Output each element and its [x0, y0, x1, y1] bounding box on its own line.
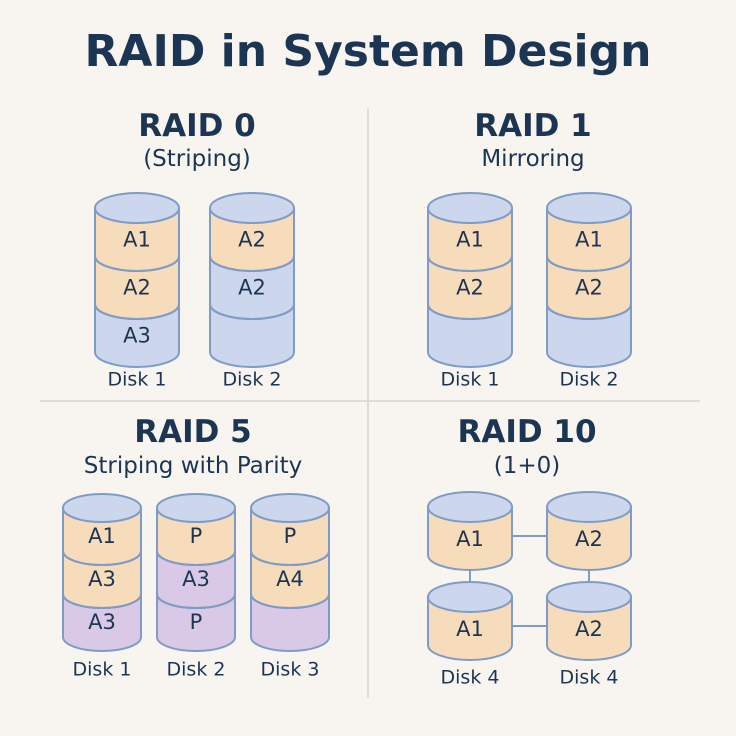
raid1-disk1-separator-1 — [427, 255, 513, 272]
raid0-subtitle: (Striping) — [143, 146, 251, 172]
raid10-disk3-body — [427, 596, 513, 661]
raid5-disk3-separator-2 — [250, 593, 330, 609]
raid5-subtitle: Striping with Parity — [83, 453, 303, 479]
raid10-disk4-label: Disk 4 — [560, 667, 619, 689]
raid5-disk3-top — [250, 493, 330, 523]
raid10-title: RAID 10 — [457, 414, 597, 450]
raid0-disk1-top — [94, 192, 180, 224]
raid5-disk1-block-label-1: A1 — [88, 524, 116, 548]
raid1-title: RAID 1 — [474, 108, 592, 144]
raid10-disk2-block-label: A2 — [575, 527, 603, 551]
raid5-disk2-block-label-2: A3 — [182, 567, 210, 591]
raid0-disk1-separator-1 — [94, 255, 180, 272]
raid10-disk4-block-label: A2 — [575, 617, 603, 641]
raid5-disk1-separator-1 — [62, 550, 142, 566]
raid10-disk1-top — [427, 491, 513, 523]
raid1-disk1-separator-2 — [427, 303, 513, 320]
raid10-disk3-block-label: A1 — [456, 617, 484, 641]
raid5-disk2-block-label-3: P — [190, 610, 203, 634]
raid10-disk2-top — [546, 491, 632, 523]
raid5-disk3-separator-1 — [250, 550, 330, 566]
raid0-disk2-top — [209, 192, 295, 224]
raid10-disk2-body — [546, 506, 632, 571]
raid0-disk2-label: Disk 2 — [223, 369, 282, 391]
raid5-disk3-block-label-1: P — [284, 524, 297, 548]
raid10-disk4-body — [546, 596, 632, 661]
page-title: RAID in System Design — [84, 26, 652, 77]
raid0-disk2-block-label-1: A2 — [238, 227, 266, 251]
raid0-title: RAID 0 — [138, 108, 256, 144]
raid10-disk1-block-label: A1 — [456, 527, 484, 551]
raid1-disk2-separator-1 — [546, 255, 632, 272]
raid0-disk1-separator-2 — [94, 303, 180, 320]
raid10-disk3-label: Disk 4 — [441, 667, 500, 689]
raid0-disk1-label: Disk 1 — [108, 369, 167, 391]
raid10-disk1-body — [427, 506, 513, 571]
raid5-disk2-separator-2 — [156, 593, 236, 609]
raid1-disk2-block-label-1: A1 — [575, 227, 603, 251]
raid0-disk2-separator-1 — [209, 255, 295, 272]
raid5-title: RAID 5 — [134, 414, 252, 450]
raid5-disk3-block-label-2: A4 — [276, 567, 304, 591]
raid5-disk3-label: Disk 3 — [261, 659, 320, 681]
raid0-disk1-block-label-2: A2 — [123, 275, 151, 299]
raid1-subtitle: Mirroring — [481, 146, 585, 172]
raid0-disk2-separator-2 — [209, 303, 295, 320]
raid10-disk3-top — [427, 581, 513, 613]
raid1-disk2-label: Disk 2 — [560, 369, 619, 391]
raid5-disk1-separator-2 — [62, 593, 142, 609]
raid1-disk2-top — [546, 192, 632, 224]
raid1-disk1-label: Disk 1 — [441, 369, 500, 391]
raid5-disk2-label: Disk 2 — [167, 659, 226, 681]
raid5-disk2-block-label-1: P — [190, 524, 203, 548]
raid1-disk2-block-label-2: A2 — [575, 275, 603, 299]
raid0-disk1-block-label-1: A1 — [123, 227, 151, 251]
raid1-disk1-block-label-1: A1 — [456, 227, 484, 251]
raid5-disk1-block-label-2: A3 — [88, 567, 116, 591]
raid5-disk1-top — [62, 493, 142, 523]
raid1-disk1-block-label-2: A2 — [456, 275, 484, 299]
raid5-disk1-label: Disk 1 — [73, 659, 132, 681]
raid10-disk4-top — [546, 581, 632, 613]
raid1-disk1-top — [427, 192, 513, 224]
raid5-disk1-block-label-3: A3 — [88, 610, 116, 634]
raid5-disk2-separator-1 — [156, 550, 236, 566]
raid0-disk2-block-label-2: A2 — [238, 275, 266, 299]
raid1-disk2-separator-2 — [546, 303, 632, 320]
raid5-disk2-top — [156, 493, 236, 523]
raid10-subtitle: (1+0) — [493, 453, 561, 479]
raid0-disk1-block-label-3: A3 — [123, 323, 151, 347]
